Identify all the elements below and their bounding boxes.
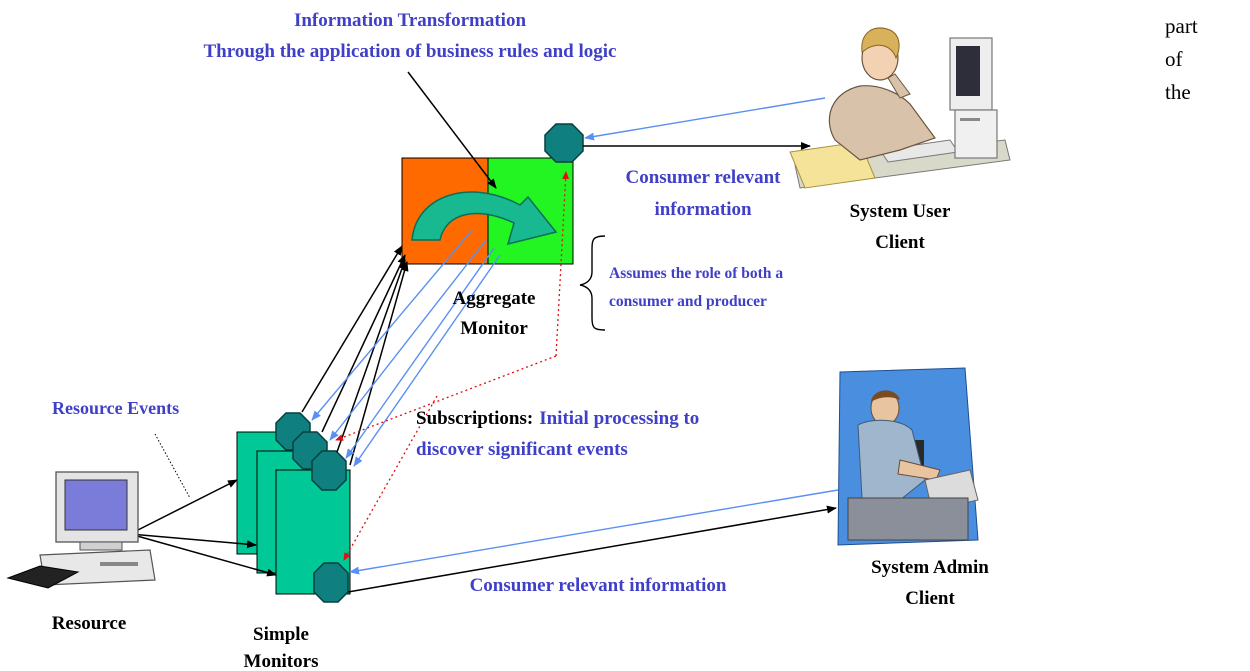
resource-label: Resource bbox=[52, 613, 127, 634]
aggregate-to-monitor-arrows bbox=[311, 229, 501, 467]
subscriptions-text-1: Initial processing to bbox=[539, 408, 699, 429]
subscriptions-heading: Subscriptions: bbox=[416, 408, 533, 429]
resource-event-arrows bbox=[129, 479, 277, 577]
resource-computer-clipart bbox=[6, 471, 156, 589]
admin-info-arrow bbox=[347, 505, 837, 593]
simple-monitor-output-port-icon bbox=[313, 562, 349, 603]
system-admin-label-line2: Client bbox=[905, 588, 955, 609]
resource-events-label: Resource Events bbox=[52, 398, 179, 418]
system-user-label-line2: Client bbox=[875, 232, 925, 253]
system-admin-label-line1: System Admin bbox=[871, 557, 989, 578]
user-request-arrow bbox=[584, 97, 826, 141]
consumer-info-bottom-label: Consumer relevant information bbox=[470, 575, 727, 596]
aggregate-output-port-icon bbox=[544, 123, 584, 163]
role-brace bbox=[579, 235, 606, 331]
side-text-line3: the bbox=[1165, 80, 1191, 104]
system-user-label-line1: System User bbox=[850, 201, 951, 222]
assumes-role-line1: Assumes the role of both a bbox=[609, 265, 783, 282]
transform-title-line1: Information Transformation bbox=[294, 10, 526, 31]
simple-monitors-label-line1: Simple bbox=[253, 624, 309, 645]
side-text-line1: part bbox=[1165, 14, 1198, 38]
subscription-lines bbox=[335, 171, 570, 561]
aggregate-monitor-box bbox=[401, 157, 574, 265]
simple-monitors-label-line2: Monitors bbox=[244, 651, 319, 671]
subscriptions-line1: Subscriptions: Initial processing to bbox=[416, 408, 699, 429]
transform-annotation-arrow bbox=[407, 71, 497, 189]
subscriptions-line2: discover significant events bbox=[416, 439, 628, 460]
resource-events-pointer bbox=[154, 433, 191, 499]
system-user-clipart bbox=[789, 27, 1011, 189]
assumes-role-line2: consumer and producer bbox=[609, 293, 767, 310]
consumer-relevant-top-line2: information bbox=[654, 199, 752, 220]
simple-monitor-port-3-icon bbox=[311, 450, 347, 491]
aggregate-label-line1: Aggregate bbox=[452, 288, 535, 309]
transformation-arrow-icon bbox=[411, 191, 558, 246]
system-admin-clipart bbox=[837, 367, 979, 546]
transform-title-line2: Through the application of business rule… bbox=[204, 41, 617, 62]
side-text-line2: of bbox=[1165, 47, 1183, 71]
consumer-relevant-top-line1: Consumer relevant bbox=[626, 167, 782, 188]
admin-request-arrow bbox=[349, 489, 839, 575]
aggregate-label-line2: Monitor bbox=[460, 318, 528, 339]
